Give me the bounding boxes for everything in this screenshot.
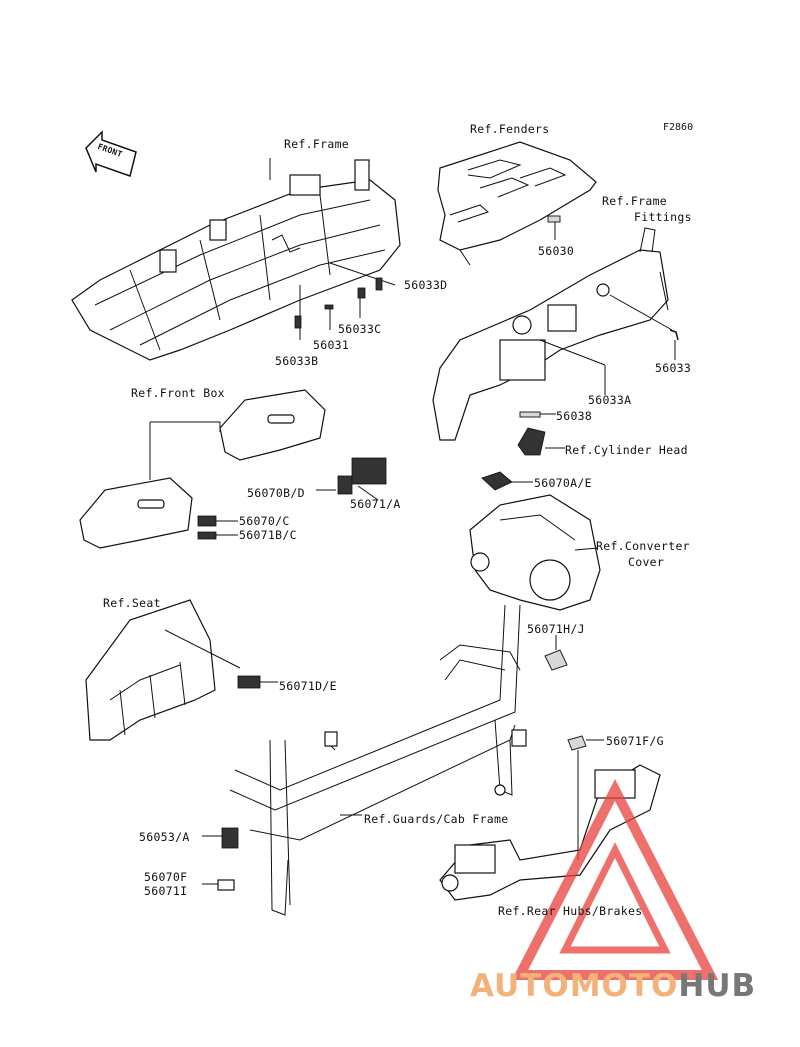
part-56033a: 56033A <box>588 393 632 407</box>
frame-drawing <box>71 158 401 361</box>
front-box-drawing <box>79 389 326 549</box>
part-56071i: 56071I <box>144 884 188 898</box>
part-56071bc: 56071B/C <box>239 528 297 542</box>
ref-converter-cover-label-2: Cover <box>628 555 665 569</box>
part-56053a: 56053/A <box>139 830 190 844</box>
ref-fenders-label: Ref.Fenders <box>470 122 550 136</box>
part-56038: 56038 <box>556 409 593 423</box>
part-56070ae: 56070A/E <box>534 476 592 490</box>
part-56071fg: 56071F/G <box>606 734 664 748</box>
ref-frame-fittings-label-1: Ref.Frame <box>602 194 668 208</box>
ref-guards-cab-frame-label: Ref.Guards/Cab Frame <box>364 812 509 826</box>
part-56070f: 56070F <box>144 870 188 884</box>
frame-fittings-drawing <box>432 227 673 441</box>
ref-frame-label: Ref.Frame <box>284 137 350 151</box>
front-arrow-icon <box>85 130 137 177</box>
guards-cab-frame-drawing <box>229 604 527 916</box>
ref-rear-hubs-brakes-label: Ref.Rear Hubs/Brakes <box>498 904 643 918</box>
figure-code: F2860 <box>663 122 694 133</box>
part-56033c: 56033C <box>338 322 382 336</box>
part-56033: 56033 <box>655 361 692 375</box>
watermark-logo: AUTOMOTOHUB <box>470 966 756 1006</box>
fenders-drawing <box>437 141 597 266</box>
part-56071de: 56071D/E <box>279 679 337 693</box>
ref-cylinder-head-label: Ref.Cylinder Head <box>565 443 688 457</box>
part-56033b: 56033B <box>275 354 319 368</box>
part-56033d: 56033D <box>404 278 448 292</box>
seat-drawing <box>85 599 241 741</box>
part-56031: 56031 <box>313 338 350 352</box>
watermark-text-1: AUTOMOTO <box>470 968 679 1004</box>
part-56071a: 56071/A <box>350 497 401 511</box>
part-56070bd: 56070B/D <box>247 486 305 500</box>
watermark-triangle-icon <box>511 779 719 980</box>
part-56030: 56030 <box>538 244 575 258</box>
part-56070c: 56070/C <box>239 514 290 528</box>
ref-front-box-label: Ref.Front Box <box>131 386 225 400</box>
ref-converter-cover-label-1: Ref.Converter <box>596 539 690 553</box>
converter-cover-drawing <box>469 494 601 611</box>
watermark-text-2: HUB <box>678 968 757 1004</box>
ref-frame-fittings-label-2: Fittings <box>634 210 692 224</box>
part-56071hj: 56071H/J <box>527 622 585 636</box>
ref-seat-label: Ref.Seat <box>103 596 161 610</box>
